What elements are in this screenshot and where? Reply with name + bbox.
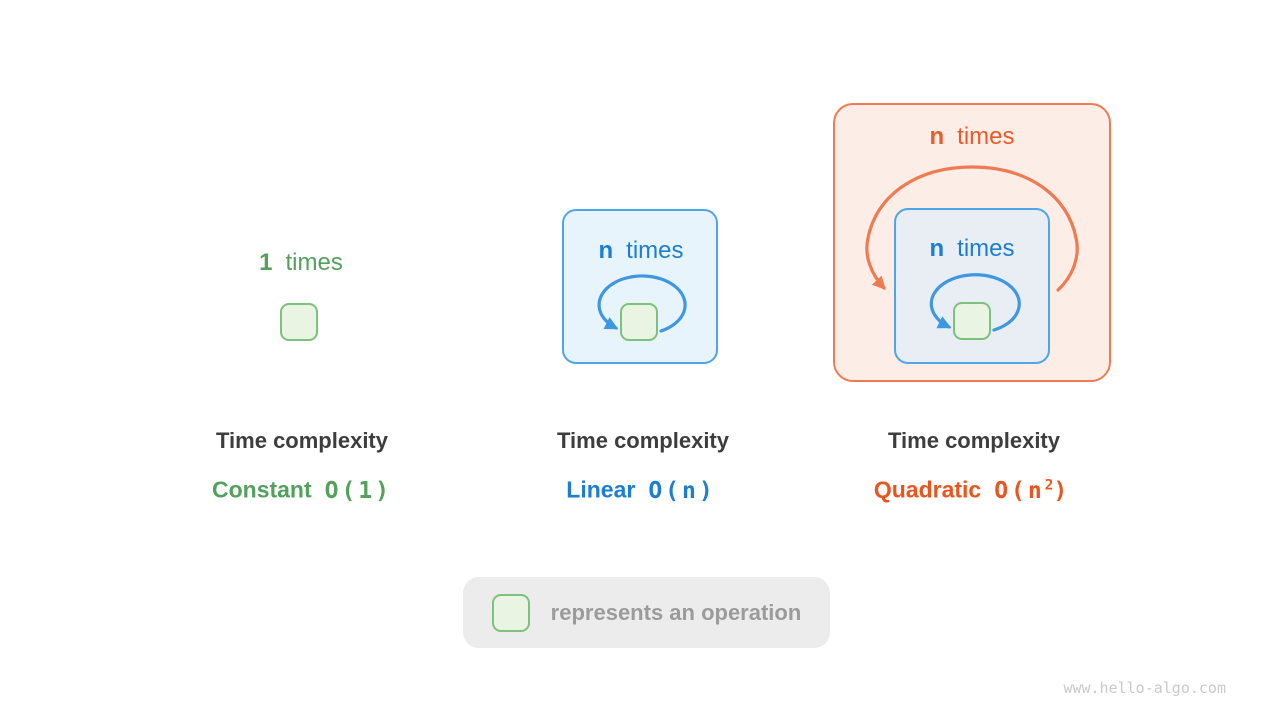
times-label: times: [626, 237, 684, 264]
constant-count-label: 1 times: [259, 249, 343, 277]
legend: represents an operation: [463, 577, 830, 648]
quadratic-panel-title: Time complexity: [888, 428, 1060, 453]
big-o-notation: O(1): [324, 477, 393, 504]
big-o-notation: O(n2): [994, 477, 1071, 504]
linear-operation-box-icon: [620, 303, 658, 341]
times-label: times: [285, 249, 343, 276]
constant-complexity-label: Constant O(1): [212, 471, 392, 505]
linear-complexity-label: Linear O(n): [566, 471, 715, 505]
quadratic-complexity-label: Quadratic O(n2): [874, 471, 1070, 505]
constant-operation-box-icon: [280, 303, 318, 341]
complexity-name: Linear: [566, 476, 636, 503]
complexity-name: Constant: [211, 476, 312, 503]
count-value: n: [598, 237, 614, 264]
count-value: n: [929, 235, 945, 262]
complexity-name: Quadratic: [873, 476, 982, 503]
watermark: www.hello-algo.com: [1063, 679, 1226, 697]
legend-label: represents an operation: [550, 599, 802, 625]
big-o-notation: O(n): [648, 477, 716, 504]
count-value: 1: [259, 249, 273, 276]
linear-panel-title: Time complexity: [557, 428, 729, 453]
quadratic-inner-loop-box: [894, 208, 1050, 364]
times-label: times: [957, 123, 1015, 150]
count-value: n: [929, 123, 945, 150]
legend-operation-box-icon: [491, 593, 530, 632]
constant-panel-title: Time complexity: [216, 428, 388, 453]
quadratic-operation-box-icon: [953, 302, 991, 340]
times-label: times: [957, 235, 1015, 262]
